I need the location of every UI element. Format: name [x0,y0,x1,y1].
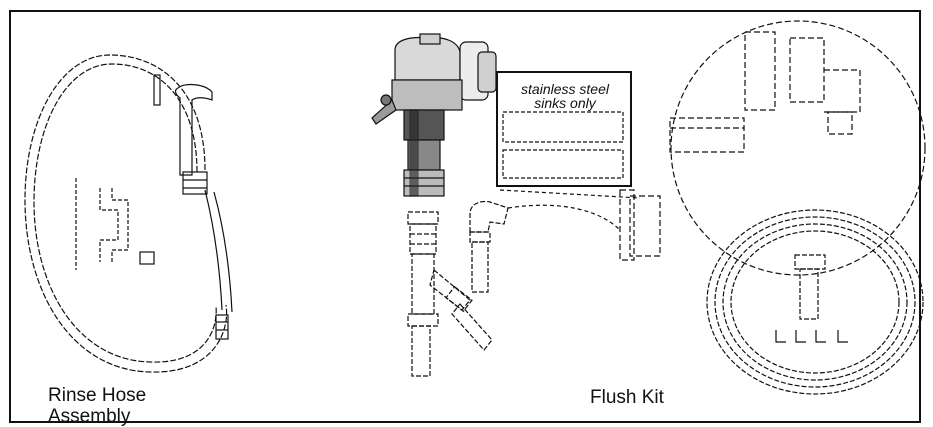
sticker-text: stainless steel sinks only [506,82,624,110]
leader-lines [499,189,641,231]
hose-end-fitting [215,314,229,340]
sticker-box [496,71,632,187]
sticker-line-2: sinks only [534,95,596,111]
rinse-hose-label-line2: Assembly [48,406,131,427]
hose-tail-b [213,191,233,313]
sticker-line-1: stainless steel [521,81,609,97]
bracket-screw [139,251,155,265]
pipe-elbow [469,200,509,233]
pipe-coupling-top [407,211,439,225]
pipe-wye-branch [429,268,471,311]
flush-piping [407,200,509,377]
rinse-hose-label-line1: Rinse Hose [48,385,147,406]
diagram-border [9,10,921,423]
spray-head [153,74,213,195]
sticker-inner-b [502,149,624,179]
hose-loop-outer [24,54,228,373]
hose-tail-a [204,189,223,311]
coiled-tubing [706,209,924,395]
rinse-hose-assembly [24,54,233,373]
tubing-clips [775,330,848,343]
wall-bracket [75,178,129,270]
flush-kit-label: Flush Kit [590,387,664,408]
flush-valve [371,33,497,197]
detail-circle [619,20,926,276]
rinse-hose-label: Rinse Hose Assembly [48,385,146,427]
sticker-inner-a [502,111,624,143]
hose-loop-inner [33,63,217,363]
